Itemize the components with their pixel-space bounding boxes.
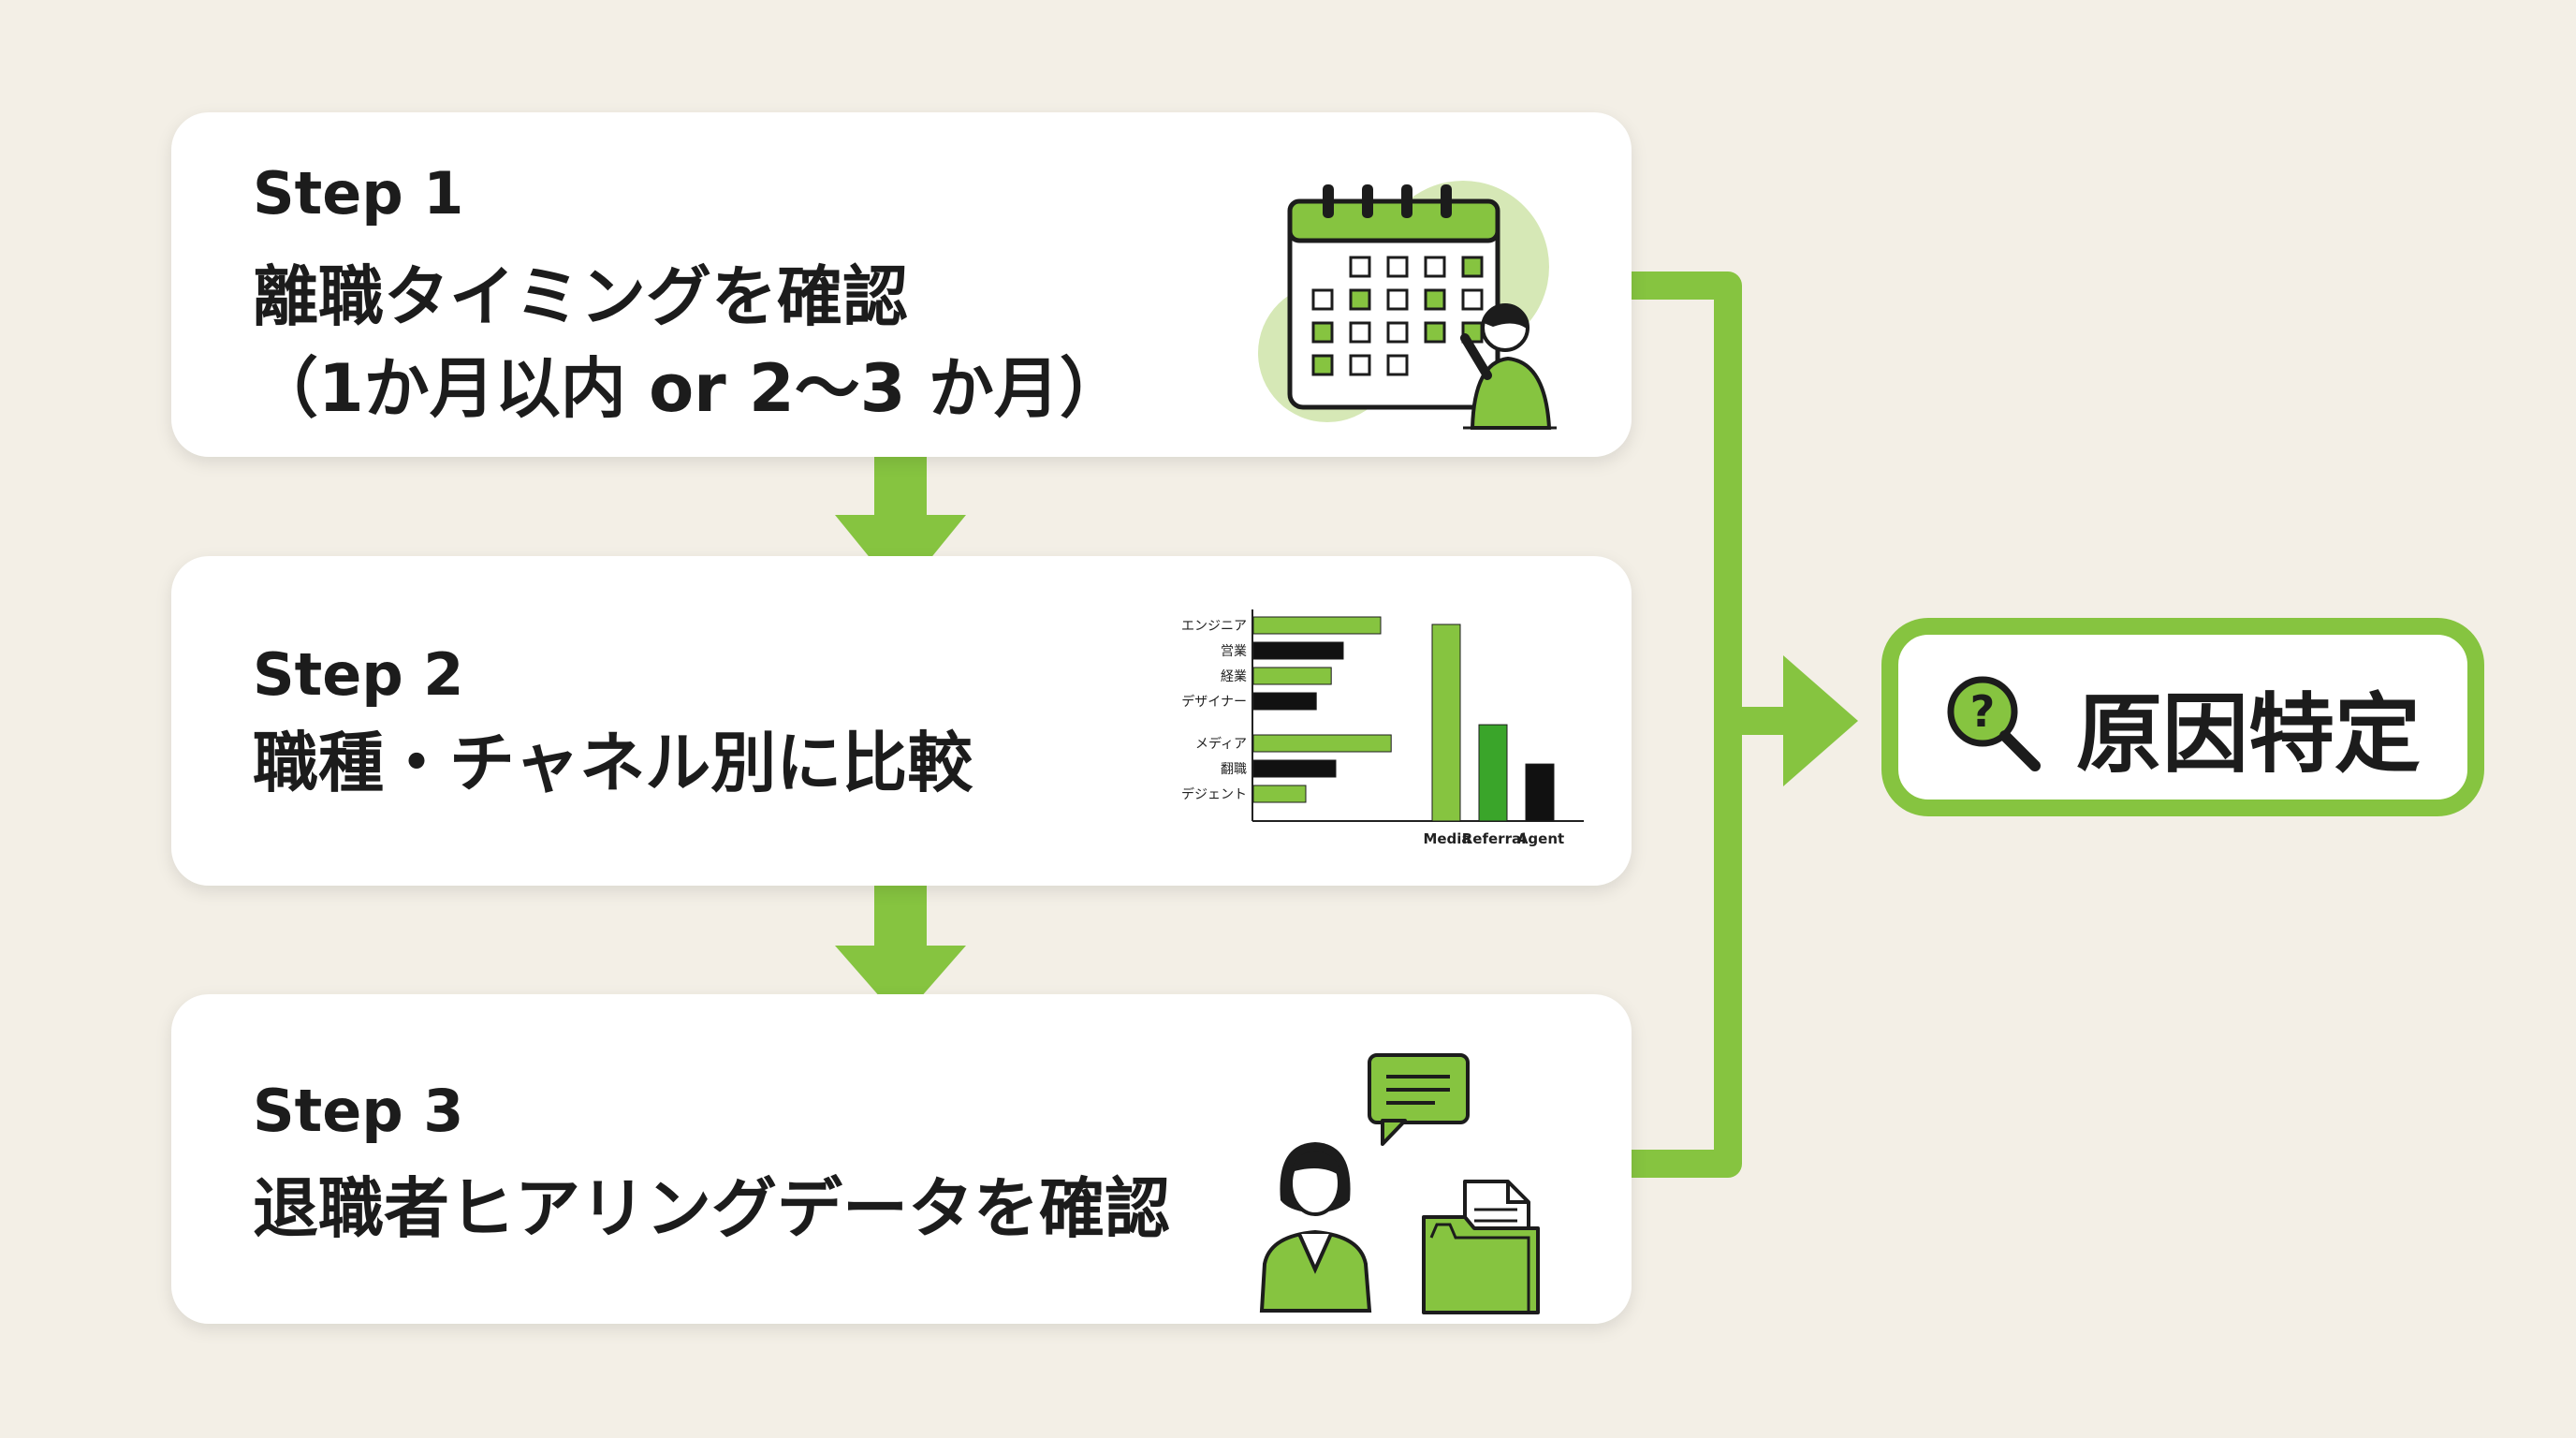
step-2-card: Step 2 職種・チャネル別に比較 エンジニア営業経業デザイナーメディア翻職デ… bbox=[171, 556, 1632, 886]
hbar-4 bbox=[1252, 734, 1392, 753]
calendar-person-icon bbox=[1258, 181, 1557, 430]
step-1-description: 離職タイミングを確認 （1か月以内 or 2〜3 か月） bbox=[253, 251, 1125, 434]
hbar-0 bbox=[1252, 616, 1382, 635]
hbar-label-5: 翻職 bbox=[1221, 762, 1247, 777]
hbar-2 bbox=[1252, 667, 1332, 685]
down-arrow-1 bbox=[835, 457, 966, 595]
result-label: 原因特定 bbox=[2076, 684, 2422, 785]
hbar-6 bbox=[1252, 785, 1307, 803]
bracket-connector bbox=[1632, 271, 1788, 1178]
down-arrow-2 bbox=[835, 886, 966, 1020]
vbar-1 bbox=[1478, 724, 1508, 822]
hbar-label-3: デザイナー bbox=[1181, 694, 1247, 710]
person-folder-chat-icon bbox=[1259, 1053, 1540, 1314]
step-2-title: Step 2 bbox=[253, 640, 464, 709]
chat-bubble-icon bbox=[1368, 1053, 1470, 1146]
vbar-label-0: Media bbox=[1423, 830, 1471, 847]
step-1-line-2: （1か月以内 or 2〜3 か月） bbox=[253, 350, 1125, 427]
hbar-5 bbox=[1252, 759, 1337, 778]
step-3-description: 退職者ヒアリングデータを確認 bbox=[253, 1163, 1170, 1255]
folder-document-icon bbox=[1422, 1180, 1540, 1314]
step-1-title: Step 1 bbox=[253, 159, 464, 227]
step-1-line-1: 離職タイミングを確認 bbox=[253, 258, 908, 335]
vbar-label-1: Referral bbox=[1462, 830, 1526, 847]
result-arrow bbox=[1783, 655, 1858, 786]
hbar-label-4: メディア bbox=[1195, 736, 1247, 752]
hbar-3 bbox=[1252, 692, 1317, 711]
step-2-description: 職種・チャネル別に比較 bbox=[253, 717, 973, 809]
person-icon bbox=[1259, 1142, 1372, 1313]
step-3-card: Step 3 退職者ヒアリングデータを確認 bbox=[171, 994, 1632, 1324]
step-1-card: Step 1 離職タイミングを確認 （1か月以内 or 2〜3 か月） bbox=[171, 112, 1632, 457]
hbar-label-0: エンジニア bbox=[1181, 619, 1247, 634]
hbar-label-1: 営業 bbox=[1221, 644, 1247, 659]
step-3-line-1: 退職者ヒアリングデータを確認 bbox=[253, 1170, 1170, 1247]
step-2-line-1: 職種・チャネル別に比較 bbox=[253, 725, 973, 801]
svg-text:?: ? bbox=[1970, 686, 1996, 737]
hbar-1 bbox=[1252, 641, 1344, 660]
vbar-2 bbox=[1525, 763, 1555, 822]
step-3-title: Step 3 bbox=[253, 1077, 464, 1145]
vbar-0 bbox=[1431, 624, 1461, 822]
magnifier-question-icon: ? bbox=[1947, 676, 2041, 771]
hbar-label-2: 経業 bbox=[1221, 669, 1247, 684]
result-box: ? 原因特定 bbox=[1881, 618, 2484, 816]
hbar-label-6: デジェント bbox=[1181, 786, 1247, 802]
vbar-label-2: Agent bbox=[1517, 830, 1564, 847]
